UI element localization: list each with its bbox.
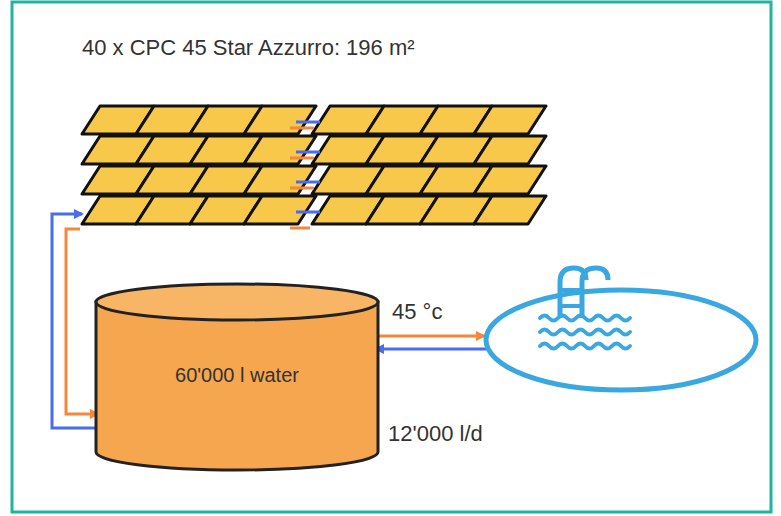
collector-label: 40 x CPC 45 Star Azzurro: 196 m² [82, 36, 415, 60]
cold-pipe [376, 348, 486, 351]
hot-pipe [66, 229, 98, 414]
water-wave [540, 330, 630, 335]
temperature-label: 45 °c [392, 300, 442, 324]
cold-pipe [52, 214, 98, 428]
collector-panel [474, 136, 546, 164]
hot-pipe [378, 335, 484, 338]
water-wave [540, 316, 630, 321]
collector-pipes [290, 122, 320, 228]
collector-panel [244, 196, 316, 224]
collector-panel [474, 196, 546, 224]
water-wave [540, 344, 630, 349]
tank-label: 60'000 l water [92, 364, 382, 386]
collector-panel [244, 106, 316, 134]
water-tank: 60'000 l water [92, 280, 382, 474]
frame [12, 2, 771, 512]
collector-panel [474, 106, 546, 134]
collector-panel [244, 166, 316, 194]
flow-label: 12'000 l/d [388, 422, 483, 446]
pool [486, 268, 756, 390]
collector-panel [244, 136, 316, 164]
solar-collectors [82, 106, 546, 224]
collector-panel [474, 166, 546, 194]
